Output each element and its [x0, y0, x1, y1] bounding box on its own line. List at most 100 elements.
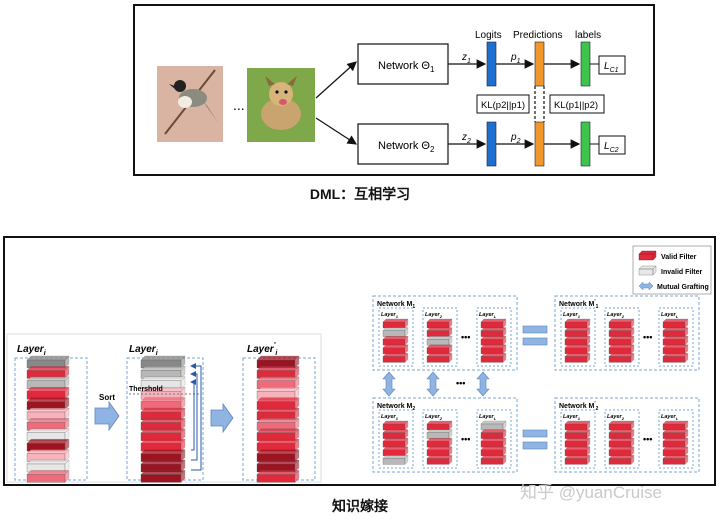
images-ellipsis: ... — [233, 97, 245, 113]
filter-slab — [140, 428, 186, 442]
network-layer-box — [658, 409, 694, 469]
network-filter-slab — [382, 420, 409, 431]
network-layer-label: Layer1 — [563, 312, 581, 319]
network-filter-slab — [480, 335, 507, 346]
filter-slab — [256, 355, 300, 369]
network-m2-prime-box — [554, 397, 700, 473]
svg-text:KL(p2||p1): KL(p2||p1) — [481, 100, 525, 111]
filter-slab — [26, 418, 70, 431]
dml-diagram: ... Network Θ1 Network Θ2 Logits Predict… — [157, 30, 626, 167]
network-filter-slab — [608, 455, 635, 465]
network-filter-slab — [382, 344, 409, 355]
network-filter-slab — [480, 455, 507, 465]
network-m2-label: Network M2 — [377, 403, 415, 412]
mutual-grafting-arrow — [382, 371, 396, 397]
kl-right-box — [549, 94, 605, 114]
network-filter-slab — [564, 344, 591, 355]
network-filter-slab — [662, 446, 689, 457]
network-filter-slab — [564, 353, 591, 363]
network-filter-slab — [564, 429, 591, 439]
filter-slab — [140, 355, 186, 369]
legend-mutual-label: Mutual Grafting — [657, 284, 709, 291]
labels-bar-2 — [580, 121, 591, 167]
network-filter-slab — [662, 455, 689, 465]
logits-bar-1 — [486, 41, 497, 87]
network-filter-slab — [426, 353, 453, 363]
network-m2-box — [372, 397, 518, 473]
network-layers-ellipsis: ••• — [643, 434, 652, 444]
dog-image — [247, 68, 315, 142]
network-m1-box — [372, 295, 518, 371]
network-filter-slab — [608, 446, 635, 457]
network-filter-slab — [426, 437, 453, 448]
network-filter-slab — [662, 335, 689, 346]
filter-slab — [26, 366, 70, 379]
layer-sorted-stack — [140, 355, 186, 483]
network-theta2-box: Network Θ2 — [357, 123, 449, 165]
filter-slab — [26, 459, 70, 473]
network-layer-box — [422, 307, 458, 367]
svg-text:KL(p1||p2): KL(p1||p2) — [554, 100, 598, 111]
network-layer-label: Layer1 — [381, 312, 399, 319]
network-filter-slab — [382, 327, 409, 337]
network-filter-slab — [480, 318, 507, 329]
filter-slab — [256, 449, 300, 462]
network-filter-slab — [608, 353, 635, 363]
filter-slab — [140, 449, 186, 462]
filter-slab — [140, 376, 186, 390]
labels-bar-1 — [580, 41, 591, 87]
filter-slab — [140, 407, 186, 421]
network-filter-slab — [426, 327, 453, 337]
legend-invalid-icon — [638, 265, 657, 276]
network-filter-slab — [662, 318, 689, 329]
legend: Valid Filter Invalid Filter Mutual Graft… — [632, 245, 712, 295]
filter-slab — [256, 428, 300, 442]
network-layer-label: Layer2 — [607, 414, 625, 421]
network-filter-slab — [564, 455, 591, 465]
filter-slab — [256, 397, 300, 410]
grafting-panel: Layeri Sort Layeri Thershold Layer′i Val… — [3, 236, 716, 486]
filter-slab — [26, 376, 70, 390]
network-layer-box — [422, 409, 458, 469]
filter-slab — [26, 407, 70, 421]
network-layers-ellipsis: ••• — [461, 332, 470, 342]
kl-left-box — [476, 94, 530, 114]
network-layer-box — [476, 307, 512, 367]
network-filter-slab — [608, 420, 635, 431]
grafting-caption: 知识嫁接 — [332, 498, 388, 514]
logits-bar-2 — [486, 121, 497, 167]
svg-text:LC2: LC2 — [604, 141, 619, 154]
mutual-grafting-arrow — [426, 371, 440, 397]
network-layer-box — [378, 409, 414, 469]
network-filter-slab — [662, 420, 689, 431]
labels-header: labels — [575, 30, 601, 41]
network-filter-slab — [564, 420, 591, 431]
filter-slab — [140, 418, 186, 431]
predictions-bar-2 — [534, 121, 545, 167]
network-layers-ellipsis: ••• — [643, 332, 652, 342]
predictions-header: Predictions — [513, 30, 562, 41]
predictions-bar-1 — [534, 41, 545, 87]
z1-label: z1 — [461, 52, 471, 65]
network-m1-prime-box — [554, 295, 700, 371]
network-filter-slab — [608, 344, 635, 355]
network-m1-label: Network M1 — [377, 301, 415, 310]
network-layer-box — [604, 409, 640, 469]
network-filter-slab — [662, 327, 689, 337]
network-filter-slab — [382, 429, 409, 439]
network-filter-slab — [480, 420, 507, 431]
network-layer-label: Layer2 — [425, 414, 443, 421]
legend-valid-label: Valid Filter — [661, 254, 697, 261]
watermark: 知乎 @yuanCruise — [520, 483, 662, 502]
filter-slab — [26, 470, 70, 483]
network-filter-slab — [480, 353, 507, 363]
svg-text:Network Θ1: Network Θ1 — [378, 60, 435, 74]
loss-c1-box — [598, 55, 626, 75]
network-theta1-box: Network Θ1 — [357, 43, 449, 85]
network-filter-slab — [564, 335, 591, 346]
filter-slab — [26, 397, 70, 410]
network-m2-prime-label: Network M′2 — [559, 401, 599, 412]
network-filter-slab — [480, 429, 507, 439]
network-filter-slab — [608, 327, 635, 337]
network-filter-slab — [382, 318, 409, 329]
